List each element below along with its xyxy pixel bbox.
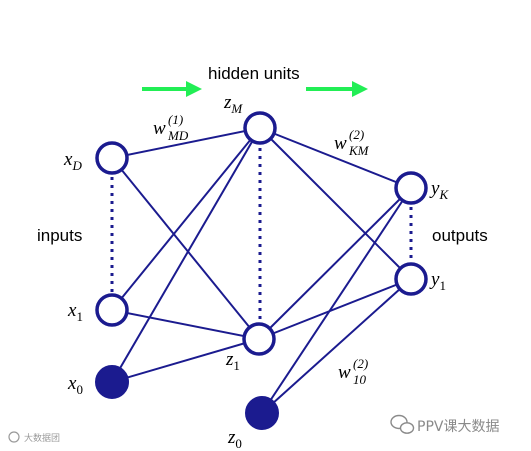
node-z-M xyxy=(243,111,277,145)
label-x-0: x0 xyxy=(67,373,83,397)
svg-text:(2): (2) xyxy=(353,356,368,371)
watermark-corner: 大数据团 xyxy=(24,432,60,444)
node-x-D xyxy=(95,141,129,175)
svg-text:w: w xyxy=(153,118,166,139)
svg-text:w: w xyxy=(334,133,347,154)
label-y-K: yK xyxy=(429,178,449,202)
wechat-icon xyxy=(390,414,415,434)
label-x-1: x1 xyxy=(67,300,83,324)
arrow-right xyxy=(306,81,368,97)
weight-w-KM-2: w (2) KM xyxy=(334,127,370,158)
node-y-K xyxy=(394,171,428,205)
node-x-0-bias xyxy=(95,365,129,399)
node-y-1 xyxy=(394,262,428,296)
outputs-label: outputs xyxy=(432,226,488,245)
label-z-1: z1 xyxy=(225,349,240,373)
svg-text:MD: MD xyxy=(167,128,189,143)
watermark-brand: PPV课大数据 xyxy=(417,419,499,435)
inputs-label: inputs xyxy=(37,226,82,245)
svg-text:10: 10 xyxy=(353,372,367,387)
label-z-M: zM xyxy=(223,92,243,116)
node-x-1 xyxy=(95,293,129,327)
edges xyxy=(111,127,412,414)
svg-text:(2): (2) xyxy=(349,127,364,142)
svg-text:(1): (1) xyxy=(168,112,183,127)
svg-text:w: w xyxy=(338,362,351,383)
svg-text:KM: KM xyxy=(348,143,370,158)
weibo-icon xyxy=(8,431,20,443)
hidden-units-label: hidden units xyxy=(208,64,300,83)
label-x-D: xD xyxy=(63,149,82,173)
weight-w-10-2: w (2) 10 xyxy=(338,356,368,387)
label-y-1: y1 xyxy=(429,269,446,293)
weight-w-MD-1: w (1) MD xyxy=(153,112,189,143)
node-z-0-bias xyxy=(245,396,279,430)
node-z-1 xyxy=(242,322,276,356)
label-z-0: z0 xyxy=(227,427,242,451)
arrow-left xyxy=(142,81,202,97)
